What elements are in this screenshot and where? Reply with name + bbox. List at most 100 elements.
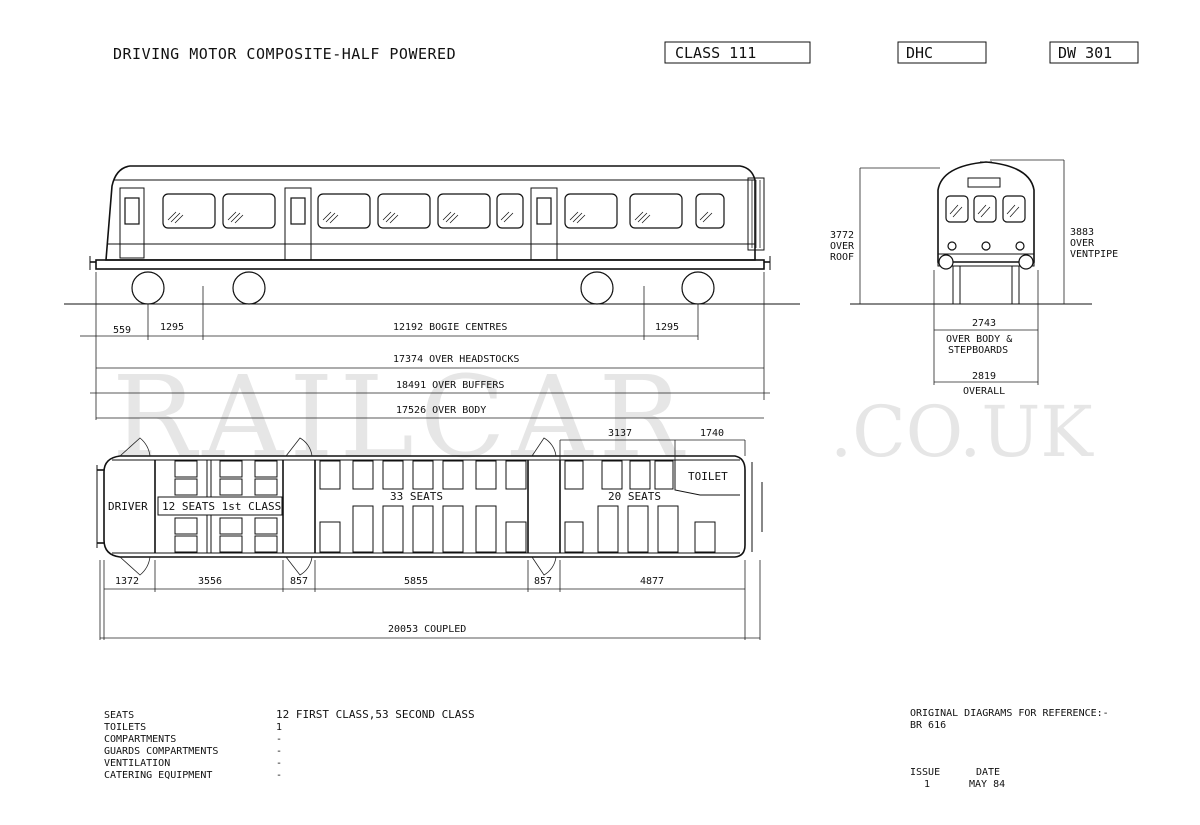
second-class-seating-lower (319, 505, 716, 553)
seat (564, 460, 584, 490)
seat (319, 460, 341, 490)
end-elevation: 3772 OVER ROOF 3883 OVER VENTPIPE 2743 O… (830, 159, 1118, 397)
seat (505, 521, 527, 553)
driver-label: DRIVER (108, 500, 148, 513)
side-elevation: 559 1295 12192 BOGIE CENTRES 1295 17374 … (64, 165, 800, 420)
seat (254, 535, 278, 553)
specifications-table: SEATS TOILETS COMPARTMENTS GUARDS COMPAR… (104, 708, 475, 781)
reference-heading: ORIGINAL DIAGRAMS FOR REFERENCE:- (910, 708, 1109, 719)
plan-bottom-dimensions (99, 560, 761, 640)
seat (254, 460, 278, 478)
headlamp-centre (981, 241, 991, 251)
passenger-door-2 (530, 187, 558, 261)
seat (174, 460, 198, 478)
seat (219, 535, 243, 553)
destination-box (967, 177, 1001, 188)
overall-label: OVERALL (963, 386, 1005, 397)
over-roof-line2: ROOF (830, 252, 854, 263)
spec-value-toilets: 1 (276, 722, 282, 733)
headlamp-right (1015, 241, 1025, 251)
seat (442, 505, 464, 553)
bogie-wheels (131, 271, 715, 305)
diagram-box (1049, 41, 1139, 64)
seat (412, 505, 434, 553)
issue-label: ISSUE (910, 767, 940, 778)
side-window (162, 193, 216, 229)
headlamp-left (947, 241, 957, 251)
seat (352, 505, 374, 553)
code-box-label: DHC (906, 44, 933, 62)
cab-door-window (124, 197, 140, 225)
date-value: MAY 84 (969, 779, 1005, 790)
seat (597, 505, 619, 553)
side-window (695, 193, 725, 229)
solebar (95, 259, 765, 270)
seat (657, 505, 679, 553)
first-class-label: 12 SEATS 1st CLASS (162, 500, 281, 513)
seat (254, 517, 278, 535)
seat (601, 460, 623, 490)
seat (475, 460, 497, 490)
wheel (131, 271, 165, 305)
side-window (437, 193, 491, 229)
seat (352, 460, 374, 490)
door-window-1 (290, 197, 306, 225)
side-windows (162, 193, 725, 229)
body-width-line2: STEPBOARDS (948, 345, 1008, 356)
side-window (222, 193, 276, 229)
over-roof-value: 3772 (830, 230, 854, 241)
seat (219, 517, 243, 535)
seat (505, 460, 527, 490)
class-box-label: CLASS 111 (675, 44, 756, 62)
end-buffer-right (1018, 254, 1034, 270)
spec-value-compartments: - (276, 734, 282, 745)
seat (442, 460, 464, 490)
dim-1740: 1740 (700, 428, 724, 439)
seat (382, 460, 404, 490)
dim-bogie-centres: 12192 BOGIE CENTRES (393, 322, 507, 333)
seat (174, 517, 198, 535)
dim-857-a: 857 (290, 576, 308, 587)
seat (694, 521, 716, 553)
spec-label-ventilation: VENTILATION (104, 758, 170, 769)
first-class-seating (174, 460, 278, 553)
diagram-title: DRIVING MOTOR COMPOSITE-HALF POWERED (113, 45, 456, 63)
seat (219, 460, 243, 478)
diagram-box-label: DW 301 (1058, 44, 1112, 62)
watermark-suffix: .CO.UK (830, 391, 1094, 473)
seat (564, 521, 584, 553)
second-class-seating-upper (319, 460, 674, 490)
side-window (496, 193, 524, 229)
dim-4877: 4877 (640, 576, 664, 587)
door-window-2 (536, 197, 552, 225)
dim-over-buffers: 18491 OVER BUFFERS (396, 380, 504, 391)
plan-view: TOILET 12 SEATS 1st CLASS DRI (96, 428, 763, 640)
toilet-label: TOILET (688, 470, 728, 483)
side-window (629, 193, 683, 229)
seat (174, 478, 198, 496)
dim-3137: 3137 (608, 428, 632, 439)
cab-window-centre (973, 195, 997, 223)
dim-5855: 5855 (404, 576, 428, 587)
spec-label-toilets: TOILETS (104, 722, 146, 733)
cab-door (119, 187, 145, 259)
class-box (664, 41, 811, 64)
dim-559: 559 (113, 325, 131, 336)
seat (627, 505, 649, 553)
side-window (564, 193, 618, 229)
date-label: DATE (976, 767, 1000, 778)
seat (382, 505, 404, 553)
first-class-label-box (157, 496, 283, 516)
seat (254, 478, 278, 496)
side-window (377, 193, 431, 229)
reference-block: ORIGINAL DIAGRAMS FOR REFERENCE:- BR 616… (910, 708, 1109, 790)
end-gangway (747, 177, 765, 251)
cab-window-left (945, 195, 969, 223)
dim-857-b: 857 (534, 576, 552, 587)
seats-20-label: 20 SEATS (608, 490, 661, 503)
cab-window-right (1002, 195, 1026, 223)
door-swings (119, 437, 557, 576)
seat (412, 460, 434, 490)
car-body-outline (105, 165, 756, 261)
